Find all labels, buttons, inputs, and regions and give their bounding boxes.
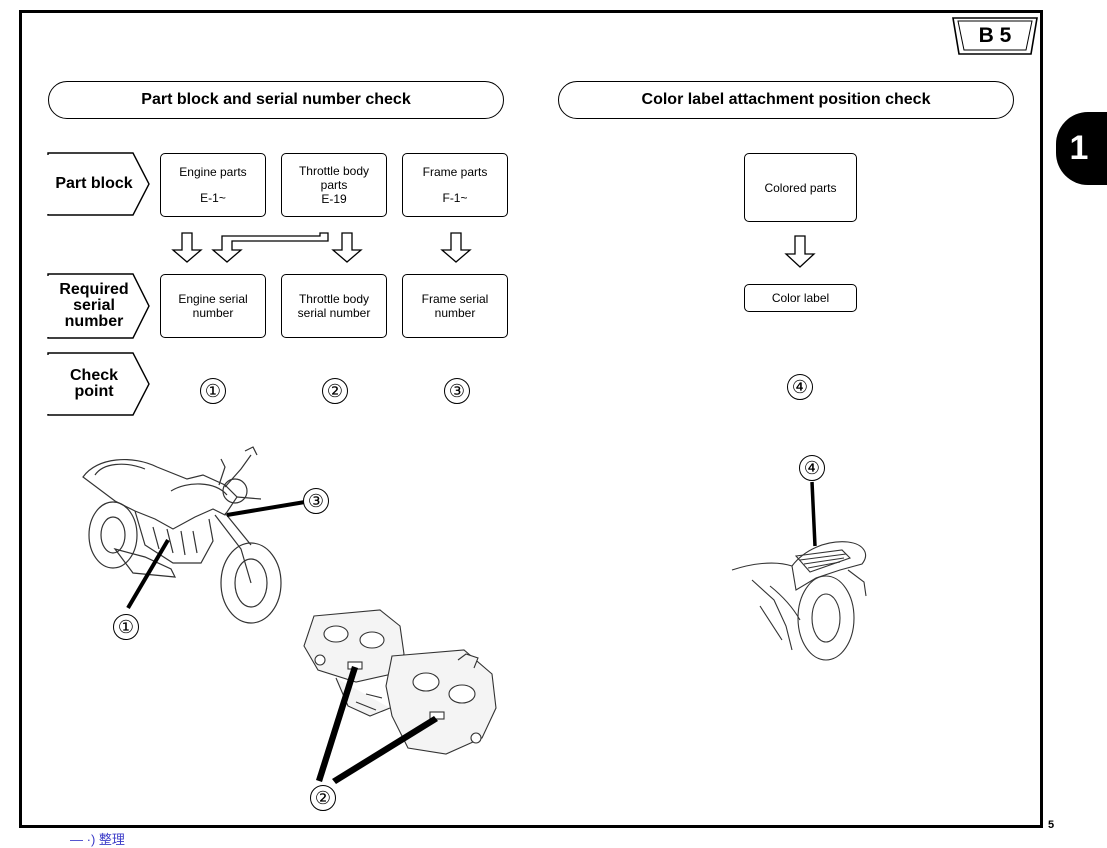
part-block-engine: Engine parts E-1~	[160, 153, 266, 217]
part-block-throttle-body: Throttle body parts E-19	[281, 153, 387, 217]
section-badge: B 5	[978, 24, 1012, 47]
row-label-check-point: Check point	[69, 367, 119, 400]
motorcycle-callout-1: ①	[113, 614, 139, 640]
row-label-required-serial: Required serial number	[59, 281, 129, 330]
section-badge-icon	[952, 17, 1038, 55]
right-section-title: Color label attachment position check	[558, 81, 1014, 119]
colored-parts-box: Colored parts	[744, 153, 857, 222]
rear-seat-illustration-icon	[731, 541, 867, 661]
serial-throttle-body: Throttle body serial number	[281, 274, 387, 338]
flow-arrows-icon	[171, 232, 472, 263]
throttle-body-illustration-icon	[303, 609, 497, 755]
page-frame	[19, 10, 1043, 828]
rear-callout-4: ④	[799, 455, 825, 481]
chapter-tab: 1	[1056, 112, 1107, 185]
row-label-part-block: Part block	[55, 175, 133, 192]
color-label-box: Color label	[744, 284, 857, 312]
part-block-frame: Frame parts F-1~	[402, 153, 508, 217]
check-point-4: ④	[787, 374, 813, 400]
left-section-title: Part block and serial number check	[48, 81, 504, 119]
throttle-callout-2: ②	[310, 785, 336, 811]
throttle-callout-lines-icon	[316, 666, 438, 784]
motorcycle-illustration-icon	[82, 446, 282, 624]
serial-frame: Frame serial number	[402, 274, 508, 338]
check-point-2: ②	[322, 378, 348, 404]
page-number: 5	[1048, 819, 1055, 831]
serial-engine: Engine serial number	[160, 274, 266, 338]
motorcycle-callout-lines-icon	[126, 500, 306, 610]
row-label-arrows-icon	[47, 152, 150, 416]
rear-callout-line-icon	[810, 481, 817, 547]
motorcycle-callout-3: ③	[303, 488, 329, 514]
check-point-1: ①	[200, 378, 226, 404]
check-point-3: ③	[444, 378, 470, 404]
down-arrow-icon	[784, 235, 816, 268]
